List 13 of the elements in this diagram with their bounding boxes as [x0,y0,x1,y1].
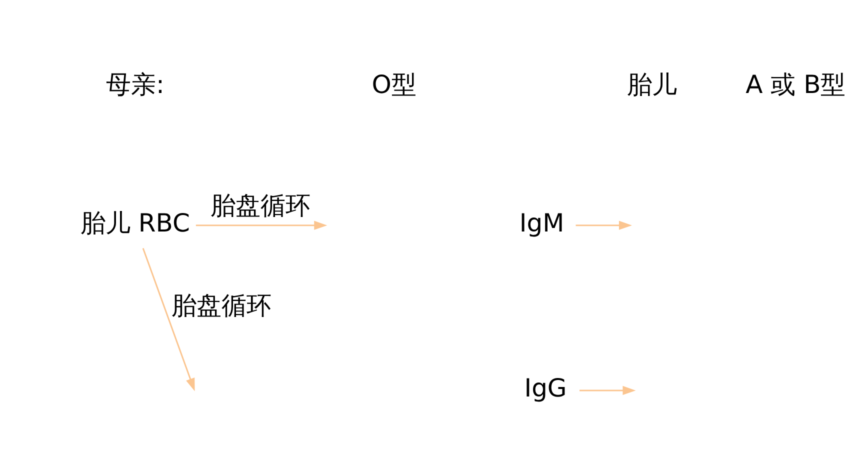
edge-label: 胎盘循环 [210,190,310,220]
node-text: IgG [524,373,567,402]
arrow [576,220,632,230]
label: 母亲: [106,69,164,98]
label: 胎儿 [626,69,677,98]
label: O型 [372,69,417,98]
label: A 或 B型 [746,69,846,98]
node-text: 胎儿 RBC [80,208,190,238]
arrow [196,220,328,230]
node-text: IgM [519,208,564,238]
arrow [142,247,195,391]
arrow [580,385,636,395]
edge-label: 胎盘循环 [172,290,272,320]
